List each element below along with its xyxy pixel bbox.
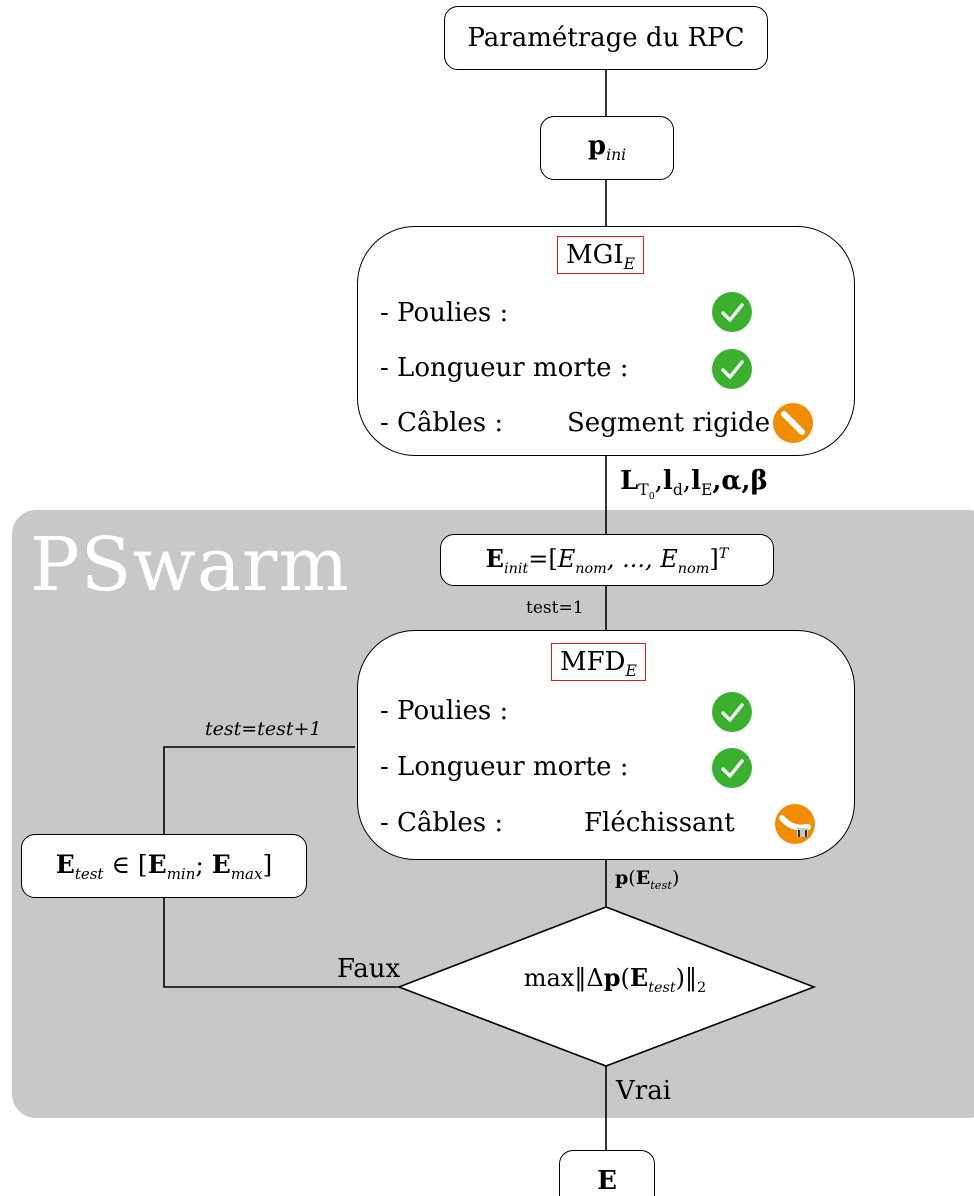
p-out-label: p(Etest) [615,867,680,892]
true-label: Vrai [616,1076,672,1106]
check-icon [712,349,752,389]
p-ini-node: pini [540,116,674,180]
e-test-node: Etest ∈ [Emin; Emax] [21,834,307,898]
p-ini-label: pini [587,131,627,165]
mfd-tag: MFDE [551,643,646,681]
end-node: E [559,1150,655,1196]
start-node: Paramétrage du RPC [444,6,768,70]
test-init-label: test=1 [526,598,584,618]
edge-false-loop [163,898,400,988]
mfd-cables-status: Fléchissant [584,808,735,838]
false-label: Faux [337,954,401,984]
e-test-label: Etest ∈ [Emin; Emax] [55,849,273,883]
mgi-tag: MGIE [557,236,645,274]
check-icon [712,292,752,332]
mgi-row-poulies: - Poulies : [380,298,509,328]
e-init-label: Einit=[Enom, ..., Enom]T [485,543,729,577]
decision-label: max‖Δp(Etest)‖2 [523,963,707,996]
end-node-label: E [597,1166,617,1196]
check-icon [712,692,752,732]
decision-diamond [396,906,817,1067]
mfd-row-cables: - Câbles : [380,808,504,838]
check-icon [712,748,752,788]
mgi-output-label: LT0,ld,lE,α,β [620,466,768,503]
pswarm-region-title: PSwarm [30,522,350,608]
loop-label: test=test+1 [205,718,322,740]
mgi-row-cables: - Câbles : [380,408,504,438]
e-init-node: Einit=[Enom, ..., Enom]T [440,534,774,586]
start-node-label: Paramétrage du RPC [467,23,745,53]
mgi-cables-status: Segment rigide [567,408,771,438]
edge-loop-back [163,746,355,834]
mfd-row-longueur: - Longueur morte : [380,752,629,782]
mfd-row-poulies: - Poulies : [380,696,509,726]
mgi-row-longueur: - Longueur morte : [380,353,629,383]
sagging-cable-icon [775,804,815,844]
no-entry-icon [773,403,813,443]
